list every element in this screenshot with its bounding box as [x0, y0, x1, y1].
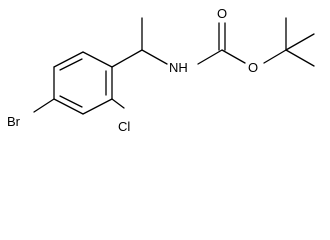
- ring-bond: [53, 98, 84, 115]
- carbonyl-oxygen-label: O: [217, 6, 227, 21]
- ring-bond: [82, 98, 113, 115]
- ring-bond: [53, 51, 84, 68]
- benzene-ring: [53, 51, 113, 115]
- ring-bond: [82, 51, 113, 68]
- bond-nitrogen-to-carbonyl: [197, 49, 223, 65]
- bond-tert-butyl-methyl-right: [285, 33, 315, 51]
- bond-carbon-to-nitrogen: [141, 49, 168, 65]
- bromine-label: Br: [7, 114, 21, 129]
- ring-bond-inner: [59, 95, 83, 108]
- chemical-structure-diagram: NH O O Br Cl: [7, 6, 315, 134]
- nitrogen-label: NH: [169, 60, 188, 75]
- bond-tert-butyl-methyl-down: [285, 49, 315, 67]
- bond-ring-to-chiral-carbon: [111, 49, 143, 68]
- bond-ring-to-chlorine: [111, 98, 125, 109]
- ring-bond-inner: [59, 58, 83, 71]
- bond-carbonyl-to-ester-oxygen: [221, 49, 246, 64]
- ester-oxygen-label: O: [248, 60, 258, 75]
- chlorine-label: Cl: [118, 119, 130, 134]
- bond-ring-to-bromine: [33, 98, 55, 113]
- bond-ester-oxygen-to-tert-carbon: [263, 49, 287, 64]
